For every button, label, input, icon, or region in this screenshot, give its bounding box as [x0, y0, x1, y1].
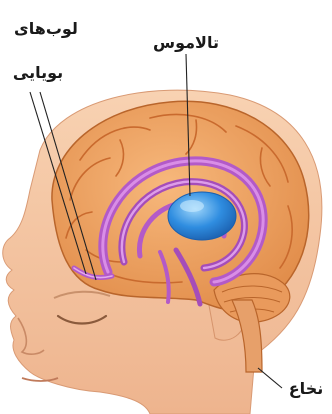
thalamus-highlight	[180, 200, 204, 212]
thalamus-shape	[168, 192, 236, 240]
label-olfactory-line2: بویایی	[13, 63, 63, 82]
medulla-leader	[258, 368, 282, 388]
label-thalamus: تالاموس	[153, 33, 219, 52]
label-olfactory-line1: لوب‌های	[14, 19, 78, 38]
label-medulla: نخاع	[289, 379, 323, 398]
